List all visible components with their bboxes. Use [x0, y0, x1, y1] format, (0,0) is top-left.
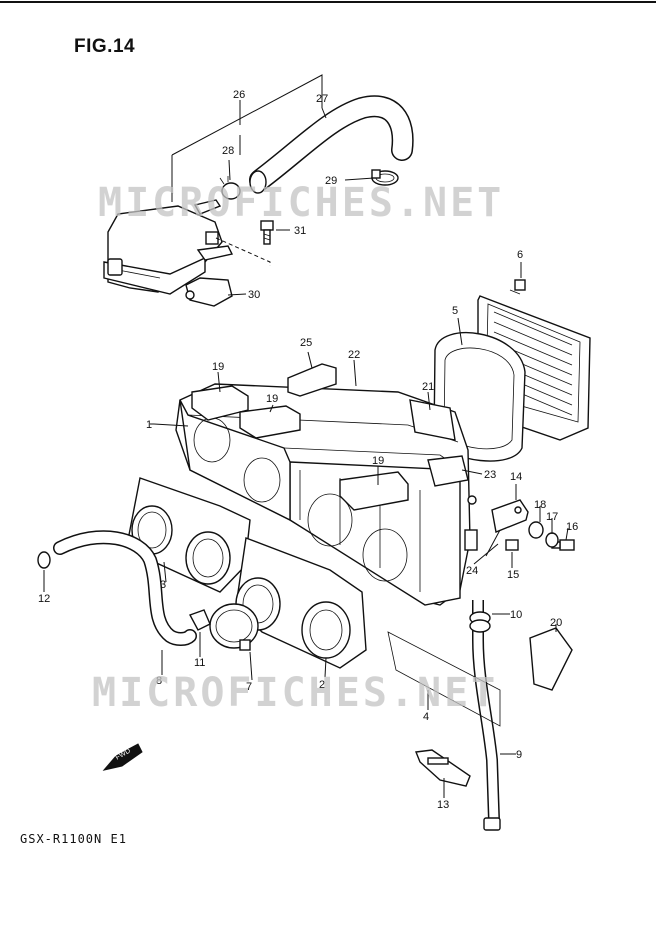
callout-12: 12: [38, 593, 50, 605]
bracket-14: [491, 499, 529, 533]
callout-19c: 19: [372, 455, 384, 467]
rod-4: [387, 631, 501, 727]
callout-14: 14: [510, 471, 522, 483]
callout-6: 6: [517, 249, 523, 261]
breather-cover: [103, 199, 234, 307]
bolt-31: [260, 220, 274, 245]
callout-labels: 26 27 28 29 31 30 6 5 25 22 19 21 19 1 1…: [38, 89, 578, 811]
model-code: GSX-R1100N E1: [20, 832, 127, 846]
callout-13: 13: [437, 799, 449, 811]
callout-15: 15: [507, 569, 519, 581]
callout-20: 20: [550, 617, 562, 629]
callout-1: 1: [146, 419, 152, 431]
snorkel-25: [287, 363, 337, 397]
bolt-15: [505, 539, 519, 551]
hose-clamp-29: [371, 169, 399, 186]
grommet-18: [528, 521, 544, 539]
tray-21: [409, 399, 456, 441]
callout-27: 27: [316, 93, 328, 105]
callout-9: 9: [516, 749, 522, 761]
callout-29: 29: [325, 175, 337, 187]
callout-3: 3: [160, 579, 166, 591]
callout-18: 18: [534, 499, 546, 511]
callout-24: 24: [466, 565, 478, 577]
clamp-7: [209, 603, 259, 651]
drain-hose-8: [37, 530, 197, 646]
clip-11: [189, 609, 211, 631]
cap-20: [529, 627, 573, 691]
callout-25: 25: [300, 337, 312, 349]
washer-17: [545, 532, 559, 548]
carb-joint-2: [235, 537, 367, 669]
callout-31: 31: [294, 225, 306, 237]
callout-4: 4: [423, 711, 429, 723]
drain-tube-9: [472, 600, 501, 831]
callout-2: 2: [319, 679, 325, 691]
air-cleaner-case: [175, 383, 471, 606]
callout-8: 8: [156, 675, 162, 687]
bracket-13: [415, 749, 471, 787]
clip-28: [219, 176, 241, 200]
callout-5: 5: [452, 305, 458, 317]
fwd-arrow-icon: FWD: [102, 743, 143, 771]
callout-22: 22: [348, 349, 360, 361]
callout-17: 17: [546, 511, 558, 523]
breather-hose: [249, 95, 414, 194]
callout-11: 11: [194, 657, 205, 669]
carb-joint-3: [127, 477, 251, 593]
callout-7: 7: [246, 681, 252, 693]
callout-19a: 19: [212, 361, 224, 373]
callout-28: 28: [222, 145, 234, 157]
clamp-10: [469, 611, 491, 633]
callout-10: 10: [510, 609, 522, 621]
callout-23: 23: [484, 469, 496, 481]
callout-16: 16: [566, 521, 578, 533]
callout-30: 30: [248, 289, 260, 301]
callout-19b: 19: [266, 393, 278, 405]
drain-23: [427, 455, 469, 487]
figure-title: FIG.14: [74, 36, 136, 57]
screw-6: [509, 279, 526, 295]
watermark-top: MICROFICHES.NET: [98, 180, 505, 226]
fitting-24: [464, 495, 478, 551]
cover-pad-19: [191, 385, 409, 511]
watermark-bottom: MICROFICHES.NET: [92, 670, 499, 716]
callout-26: 26: [233, 89, 245, 101]
callout-21: 21: [422, 381, 434, 393]
